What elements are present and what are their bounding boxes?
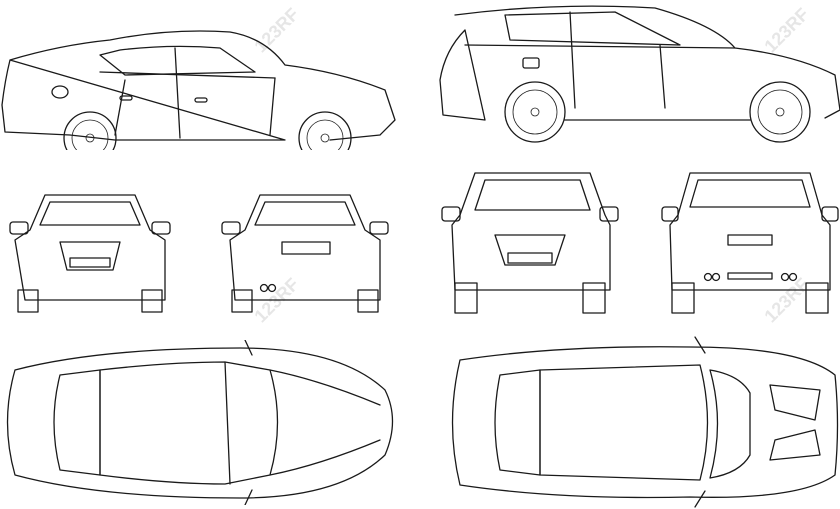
- suv-top-view: SUV top view: [440, 335, 840, 509]
- sedan-front-view: Sedan front view: [5, 190, 175, 315]
- sedan-top-view: Sedan top view: [0, 340, 400, 505]
- sedan-side-view: Sedan side view: [0, 20, 400, 150]
- suv-front-view: SUV front view: [440, 165, 620, 315]
- sedan-rear-view: Sedan rear view: [220, 190, 395, 315]
- suv-side-view: SUV side view: [435, 0, 840, 150]
- suv-rear-view: SUV rear view: [660, 165, 840, 315]
